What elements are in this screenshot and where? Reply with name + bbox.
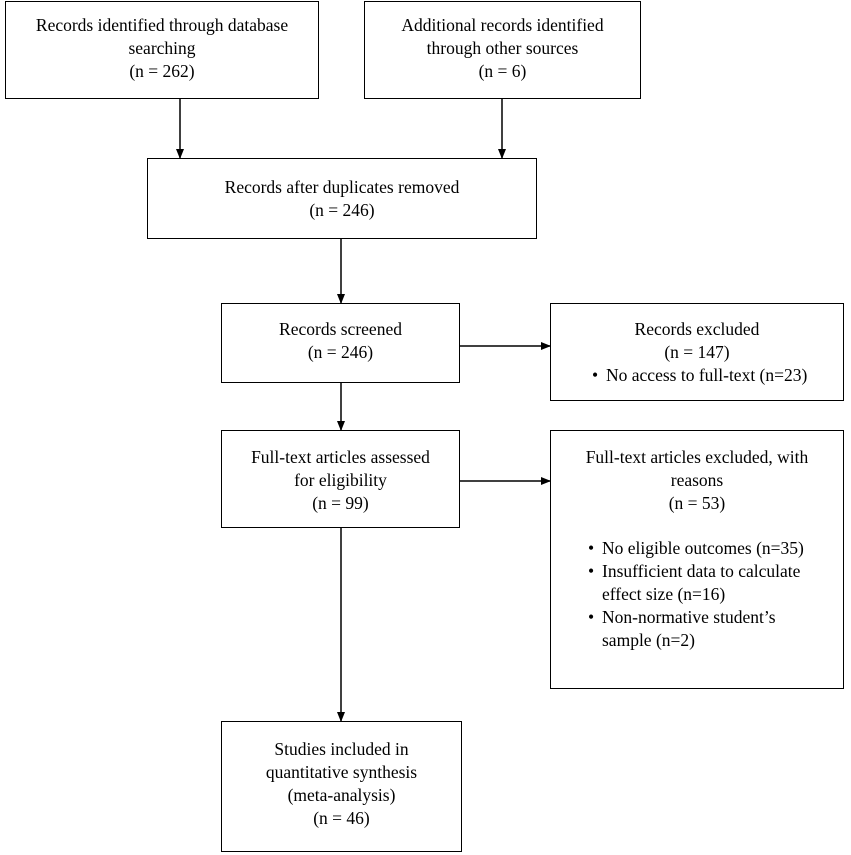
reason-no-eligible-outcomes: No eligible outcomes (n=35) — [602, 538, 804, 558]
reason-non-normative-line-1: Non-normative student’s — [602, 607, 776, 627]
box-records-excluded-count: (n = 147) — [664, 342, 730, 362]
box-database-records: Records identified through database sear… — [5, 1, 319, 99]
box-records-screened-line-1: Records screened — [279, 319, 402, 339]
box-full-text-excluded-count: (n = 53) — [668, 493, 726, 513]
box-database-records-line-1: Records identified through database — [35, 15, 289, 35]
box-other-sources-count: (n = 6) — [478, 61, 527, 81]
box-duplicates-removed-count: (n = 246) — [309, 200, 375, 220]
bullet-icon: • — [588, 538, 595, 558]
box-studies-included-line-3: (meta-analysis) — [287, 785, 396, 805]
reason-insufficient-data-line-2: effect size (n=16) — [602, 584, 726, 604]
box-full-text-assessed-count: (n = 99) — [312, 493, 369, 513]
box-studies-included-line-1: Studies included in — [274, 739, 409, 759]
records-excluded-reason-item: • No access to full-text (n=23) — [592, 364, 843, 387]
box-full-text-excluded-line-1: Full-text articles excluded, with — [585, 447, 809, 467]
box-studies-included-count: (n = 46) — [313, 808, 370, 828]
box-studies-included: Studies included in quantitative synthes… — [221, 721, 462, 852]
records-excluded-reason-text: No access to full-text (n=23) — [606, 365, 808, 385]
full-text-excluded-reason-item: • Insufficient data to calculate effect … — [588, 560, 843, 606]
box-studies-included-line-2: quantitative synthesis — [265, 762, 418, 782]
box-duplicates-removed-line-1: Records after duplicates removed — [224, 177, 460, 197]
box-full-text-excluded-line-2: reasons — [670, 470, 724, 490]
box-database-records-line-2: searching — [128, 38, 196, 58]
box-other-sources-line-2: through other sources — [426, 38, 579, 58]
bullet-icon: • — [588, 561, 595, 581]
reason-non-normative-line-2: sample (n=2) — [602, 630, 695, 650]
box-other-sources-line-1: Additional records identified — [401, 15, 604, 35]
box-records-screened: Records screened (n = 246) — [221, 303, 460, 383]
full-text-excluded-reason-item: • No eligible outcomes (n=35) — [588, 537, 843, 560]
full-text-excluded-reasons: • No eligible outcomes (n=35) • Insuffic… — [588, 537, 843, 652]
box-other-sources-records: Additional records identified through ot… — [364, 1, 641, 99]
full-text-excluded-reason-item: • Non-normative student’s sample (n=2) — [588, 606, 843, 652]
reason-insufficient-data-line-1: Insufficient data to calculate — [602, 561, 801, 581]
box-records-excluded-line-1: Records excluded — [634, 319, 760, 339]
box-full-text-assessed: Full-text articles assessed for eligibil… — [221, 430, 460, 528]
box-duplicates-removed: Records after duplicates removed (n = 24… — [147, 158, 537, 239]
box-database-records-count: (n = 262) — [129, 61, 195, 81]
box-records-screened-count: (n = 246) — [307, 342, 374, 362]
box-full-text-assessed-line-2: for eligibility — [294, 470, 387, 490]
box-records-excluded: Records excluded (n = 147) • No access t… — [550, 303, 844, 401]
bullet-icon: • — [592, 365, 599, 385]
records-excluded-reasons: • No access to full-text (n=23) — [592, 364, 843, 387]
box-full-text-excluded: Full-text articles excluded, with reason… — [550, 430, 844, 689]
box-full-text-assessed-line-1: Full-text articles assessed — [251, 447, 430, 467]
bullet-icon: • — [588, 607, 595, 627]
